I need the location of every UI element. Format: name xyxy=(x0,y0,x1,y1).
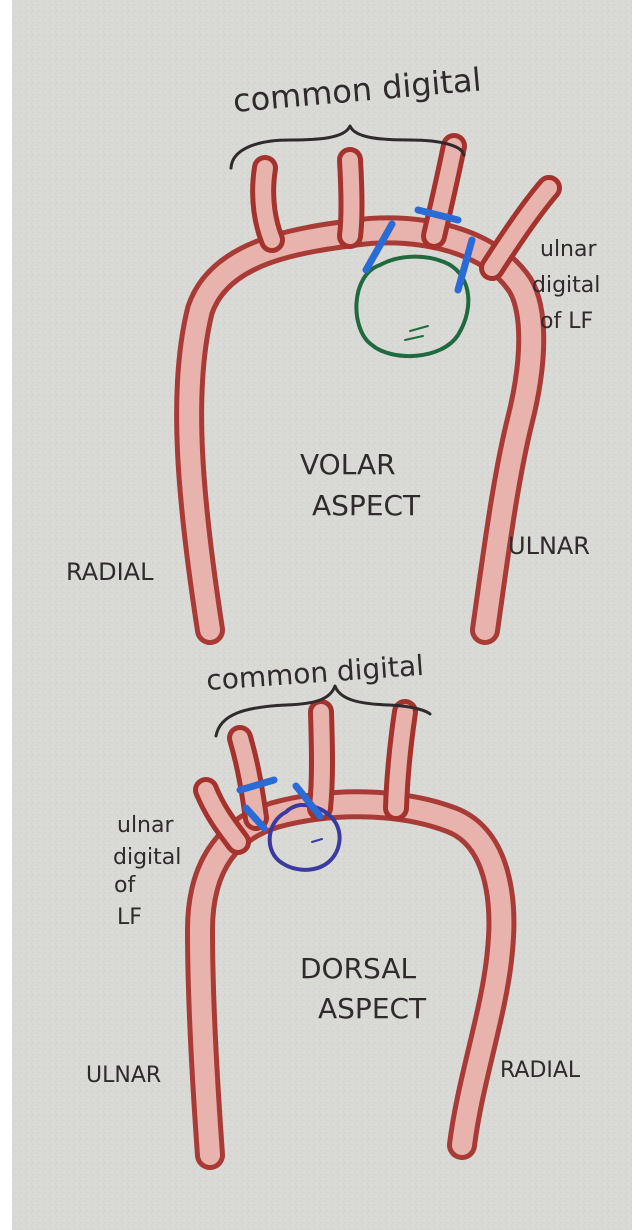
volar-common-digital-branch-1-fill xyxy=(263,168,272,240)
volar-aspect-label-line-2: ASPECT xyxy=(312,489,421,522)
dorsal-ulnar-digital-label-line-4: LF xyxy=(117,905,142,930)
volar-ulnar-digital-label-line-3: of LF xyxy=(540,309,593,334)
volar-aspect-label-line-1: VOLAR xyxy=(300,448,396,481)
dorsal-aspect-label-line-1: DORSAL xyxy=(300,952,417,985)
volar-common-digital-branch-2-fill xyxy=(350,160,352,236)
dorsal-ulnar-digital-label-line-1: ulnar xyxy=(117,813,174,838)
volar-ulnar-label: ULNAR xyxy=(508,532,590,560)
volar-ulnar-digital-label-line-1: ulnar xyxy=(540,237,597,262)
dorsal-aspect-label-line-2: ASPECT xyxy=(318,992,427,1025)
dorsal-ulnar-digital-label-line-2: digital xyxy=(113,845,181,870)
dorsal-common-digital-branch-3-fill xyxy=(396,712,405,808)
dorsal-radial-label: RADIAL xyxy=(500,1058,581,1083)
dorsal-common-digital-branch-2-fill xyxy=(320,712,322,808)
volar-ulnar-digital-label-line-2: digital xyxy=(532,273,600,298)
dorsal-ulnar-label: ULNAR xyxy=(86,1063,161,1088)
dorsal-ulnar-digital-label-line-3: of xyxy=(114,873,136,898)
volar-radial-label: RADIAL xyxy=(66,558,154,586)
